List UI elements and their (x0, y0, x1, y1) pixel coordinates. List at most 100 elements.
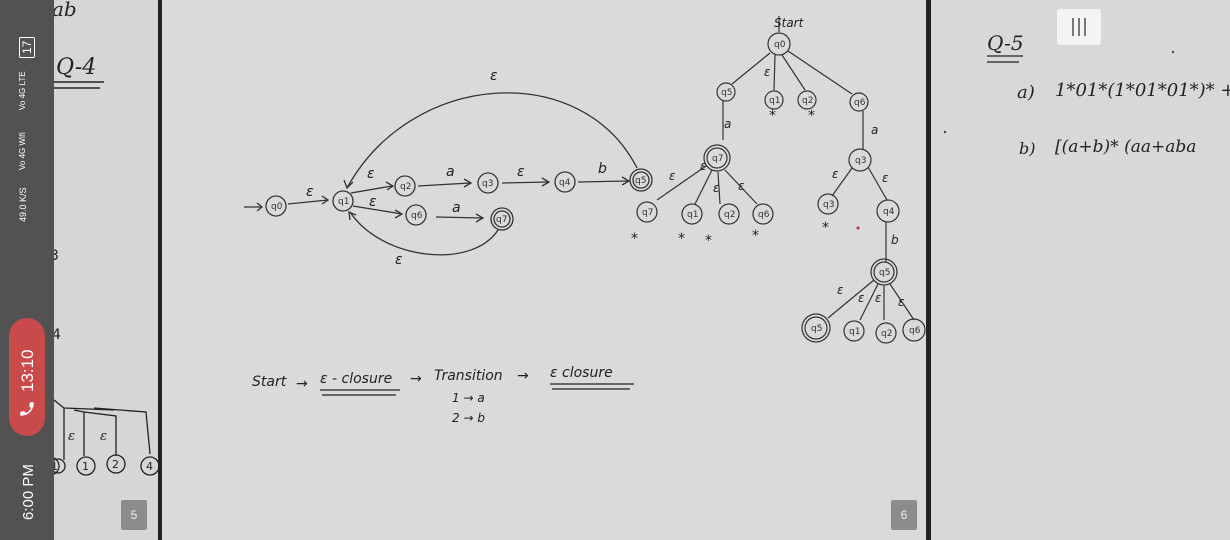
svg-text:ε: ε (306, 184, 314, 200)
svg-text:2: 2 (112, 458, 119, 471)
ink-dot (856, 226, 860, 230)
svg-text:a: a (446, 164, 455, 180)
left-bottom-nodes (54, 454, 158, 476)
battery-indicator: 17 (19, 36, 35, 58)
svg-text:1: 1 (54, 460, 58, 473)
page-number-left: 5 (121, 500, 147, 530)
svg-text:a: a (452, 200, 461, 216)
svg-text:a: a (871, 123, 878, 137)
svg-text:q7: q7 (496, 215, 507, 225)
svg-text:*: * (808, 108, 815, 124)
svg-text:q1: q1 (849, 327, 860, 337)
svg-text:q5: q5 (635, 176, 646, 186)
svg-text:q6: q6 (854, 98, 866, 108)
svg-text:q5: q5 (811, 324, 822, 334)
left-number-4: 4 (54, 327, 61, 343)
svg-text:ε: ε (490, 68, 498, 84)
svg-text:q3: q3 (855, 156, 866, 166)
svg-text:b: b (891, 233, 899, 247)
wifi-network-label: Vo 4G Wifi (18, 132, 27, 170)
svg-text:ε closure: ε closure (550, 365, 613, 381)
nfa-state-q4 (554, 171, 576, 193)
right-page-content: Q-5 a) 1*01*(1*01*01*)* + 0*1 b) [(a+b)*… (943, 31, 1230, 158)
phone-icon (20, 402, 34, 416)
nfa-diagram: q0 q1 q2 q3 q4 q5 q6 q7 ε ε ε a ε b a ε … (244, 16, 926, 425)
svg-text:ε: ε (858, 291, 865, 305)
ongoing-call-pill[interactable]: 13:10 (9, 318, 45, 436)
svg-text:ε: ε (700, 159, 707, 173)
svg-text:q3: q3 (823, 200, 834, 210)
left-eps-1: ε (68, 429, 75, 444)
nfa-state-q2 (394, 175, 416, 197)
svg-text:*: * (769, 108, 776, 124)
left-page-content: ab Q-4 3 4 ε ε 1 1 2 4 (54, 0, 158, 476)
svg-text:→: → (517, 368, 529, 384)
svg-text:b: b (598, 161, 607, 177)
svg-text:a: a (724, 117, 731, 131)
svg-text:ε: ε (369, 194, 377, 210)
svg-text:Start: Start (252, 374, 287, 390)
nfa-state-q7 (490, 207, 514, 231)
svg-text:2 → b: 2 → b (452, 411, 485, 425)
svg-text:ε: ε (837, 283, 844, 297)
svg-text:ε: ε (882, 171, 889, 185)
svg-text:4: 4 (146, 460, 153, 473)
svg-text:→: → (410, 371, 422, 387)
svg-text:q7: q7 (712, 154, 723, 164)
q4-label: Q-4 (56, 55, 96, 80)
page-divider (158, 0, 162, 540)
svg-text:q3: q3 (482, 179, 493, 189)
svg-text:q4: q4 (559, 178, 571, 188)
net-speed: 49.0 K/S (18, 187, 28, 222)
notebook-page-right (931, 0, 1230, 540)
nfa-state-q3 (477, 172, 499, 194)
svg-text:q6: q6 (758, 210, 770, 220)
svg-text:q4: q4 (883, 207, 895, 217)
svg-text:ε: ε (832, 167, 839, 181)
svg-text:q2: q2 (724, 210, 735, 220)
svg-text:ε: ε (875, 291, 882, 305)
svg-text:ε: ε (517, 164, 525, 180)
svg-text:1 → a: 1 → a (452, 391, 485, 405)
nfa-state-q1 (332, 190, 354, 212)
clock: 6:00 PM (20, 464, 37, 520)
lte-network-label: Vo 4G LTE (18, 71, 27, 110)
svg-text:ε: ε (713, 181, 720, 195)
tree-start-label: Start (774, 16, 805, 30)
svg-text:q2: q2 (400, 182, 411, 192)
svg-text:q5: q5 (879, 268, 890, 278)
three-bars-icon (1072, 18, 1074, 36)
svg-text:q0: q0 (271, 202, 283, 212)
left-tree-branches (54, 399, 151, 460)
part-b-expression: [(a+b)* (aa+aba (1055, 137, 1196, 157)
part-b-label: b) (1019, 139, 1035, 158)
svg-text:ε: ε (764, 65, 771, 79)
svg-text:ε: ε (738, 179, 745, 193)
part-a-label: a) (1017, 82, 1035, 103)
svg-text:q6: q6 (411, 211, 423, 221)
svg-text:*: * (678, 231, 685, 247)
nfa-state-q5 (629, 168, 653, 192)
svg-text:q1: q1 (769, 96, 780, 106)
svg-text:q2: q2 (802, 96, 813, 106)
svg-text:q1: q1 (338, 197, 349, 207)
svg-text:q0: q0 (774, 40, 786, 50)
nfa-state-q0 (265, 195, 287, 217)
svg-text:*: * (822, 220, 829, 236)
menu-button[interactable] (1057, 9, 1101, 45)
svg-text:q5: q5 (721, 88, 732, 98)
svg-text:ε: ε (367, 166, 375, 182)
call-duration: 13:10 (18, 349, 37, 392)
svg-text:ε: ε (898, 295, 905, 309)
page-divider (926, 0, 931, 540)
q5-label: Q-5 (987, 31, 1024, 55)
svg-text:ε: ε (669, 169, 676, 183)
header-fragment: ab (54, 0, 77, 21)
svg-text:*: * (631, 231, 638, 247)
svg-text:q7: q7 (642, 208, 653, 218)
svg-text:q2: q2 (881, 329, 892, 339)
notebook-page-middle (162, 0, 926, 540)
svg-text:ε - closure: ε - closure (320, 371, 392, 387)
svg-text:ε: ε (395, 252, 403, 268)
ink-dot (943, 130, 947, 134)
